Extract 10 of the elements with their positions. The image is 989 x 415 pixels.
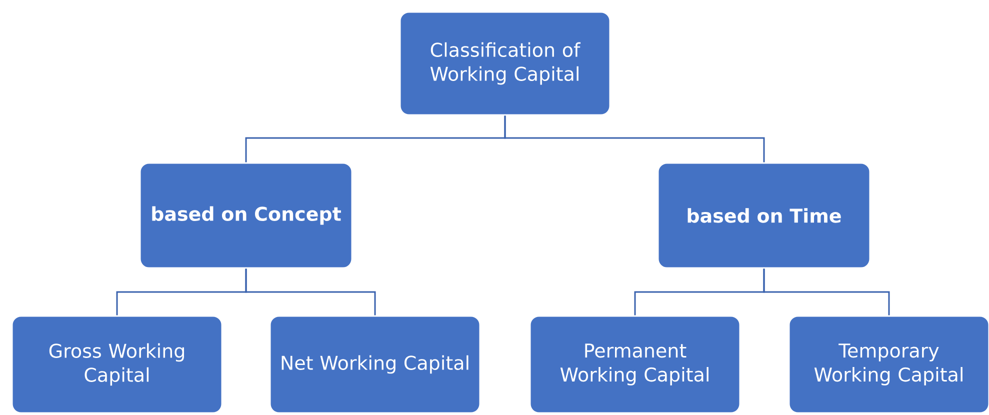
process-box: Temporary Working Capital xyxy=(788,315,989,414)
process-box: Gross Working Capital xyxy=(11,315,223,414)
connector-line xyxy=(504,116,765,162)
process-box: Permanent Working Capital xyxy=(529,315,741,414)
process-box: based on Concept xyxy=(139,162,353,269)
connector-line xyxy=(763,268,890,316)
connector-line xyxy=(245,268,376,316)
process-box: Classification of Working Capital xyxy=(399,11,611,116)
process-box: Net Working Capital xyxy=(269,315,481,414)
process-box: based on Time xyxy=(657,162,871,269)
